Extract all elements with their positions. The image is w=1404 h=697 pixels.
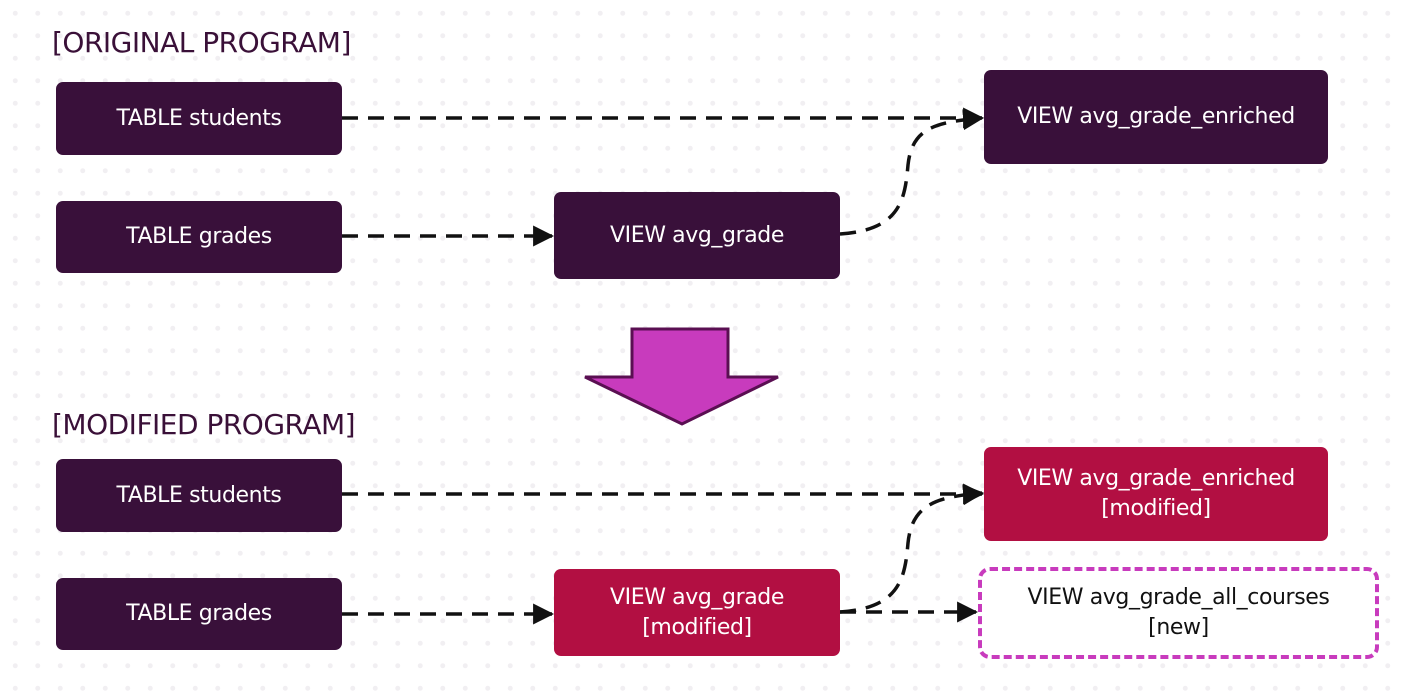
edge-mod-avg-grade-to-enriched (839, 484, 985, 614)
node-table-grades-original[interactable]: TABLE grades (56, 201, 342, 273)
node-label: TABLE students (116, 105, 282, 131)
modified-program-heading: [MODIFIED PROGRAM] (52, 408, 356, 441)
node-view-avg-grade-all-courses-new[interactable]: VIEW avg_grade_all_courses [new] (978, 567, 1379, 659)
node-status-label: [modified] (1101, 496, 1211, 521)
node-label: VIEW avg_grade (609, 222, 785, 248)
node-label: TABLE grades (126, 601, 272, 626)
node-label: VIEW avg_grade (609, 584, 785, 610)
node-status-label: [modified] (642, 614, 752, 640)
node-label: VIEW avg_grade_enriched (1017, 104, 1295, 129)
node-table-students-original[interactable]: TABLE students (56, 82, 342, 155)
node-status-label: [new] (1148, 615, 1209, 640)
node-view-avg-grade-original[interactable]: VIEW avg_grade (554, 192, 840, 279)
node-label: TABLE students (116, 482, 282, 508)
original-program-heading: [ORIGINAL PROGRAM] (52, 26, 351, 59)
node-table-students-modified[interactable]: TABLE students (56, 459, 342, 532)
node-label: VIEW avg_grade_enriched (1017, 466, 1295, 491)
down-arrow-icon (584, 327, 779, 426)
node-table-grades-modified[interactable]: TABLE grades (56, 578, 342, 650)
edge-orig-avg-grade-to-enriched (839, 109, 985, 236)
node-view-avg-grade-enriched-original[interactable]: VIEW avg_grade_enriched (984, 70, 1328, 164)
node-label: TABLE grades (126, 224, 272, 249)
node-view-avg-grade-enriched-modified[interactable]: VIEW avg_grade_enriched [modified] (984, 447, 1328, 541)
node-label: VIEW avg_grade_all_courses (1027, 585, 1330, 610)
node-view-avg-grade-modified[interactable]: VIEW avg_grade [modified] (554, 569, 840, 656)
